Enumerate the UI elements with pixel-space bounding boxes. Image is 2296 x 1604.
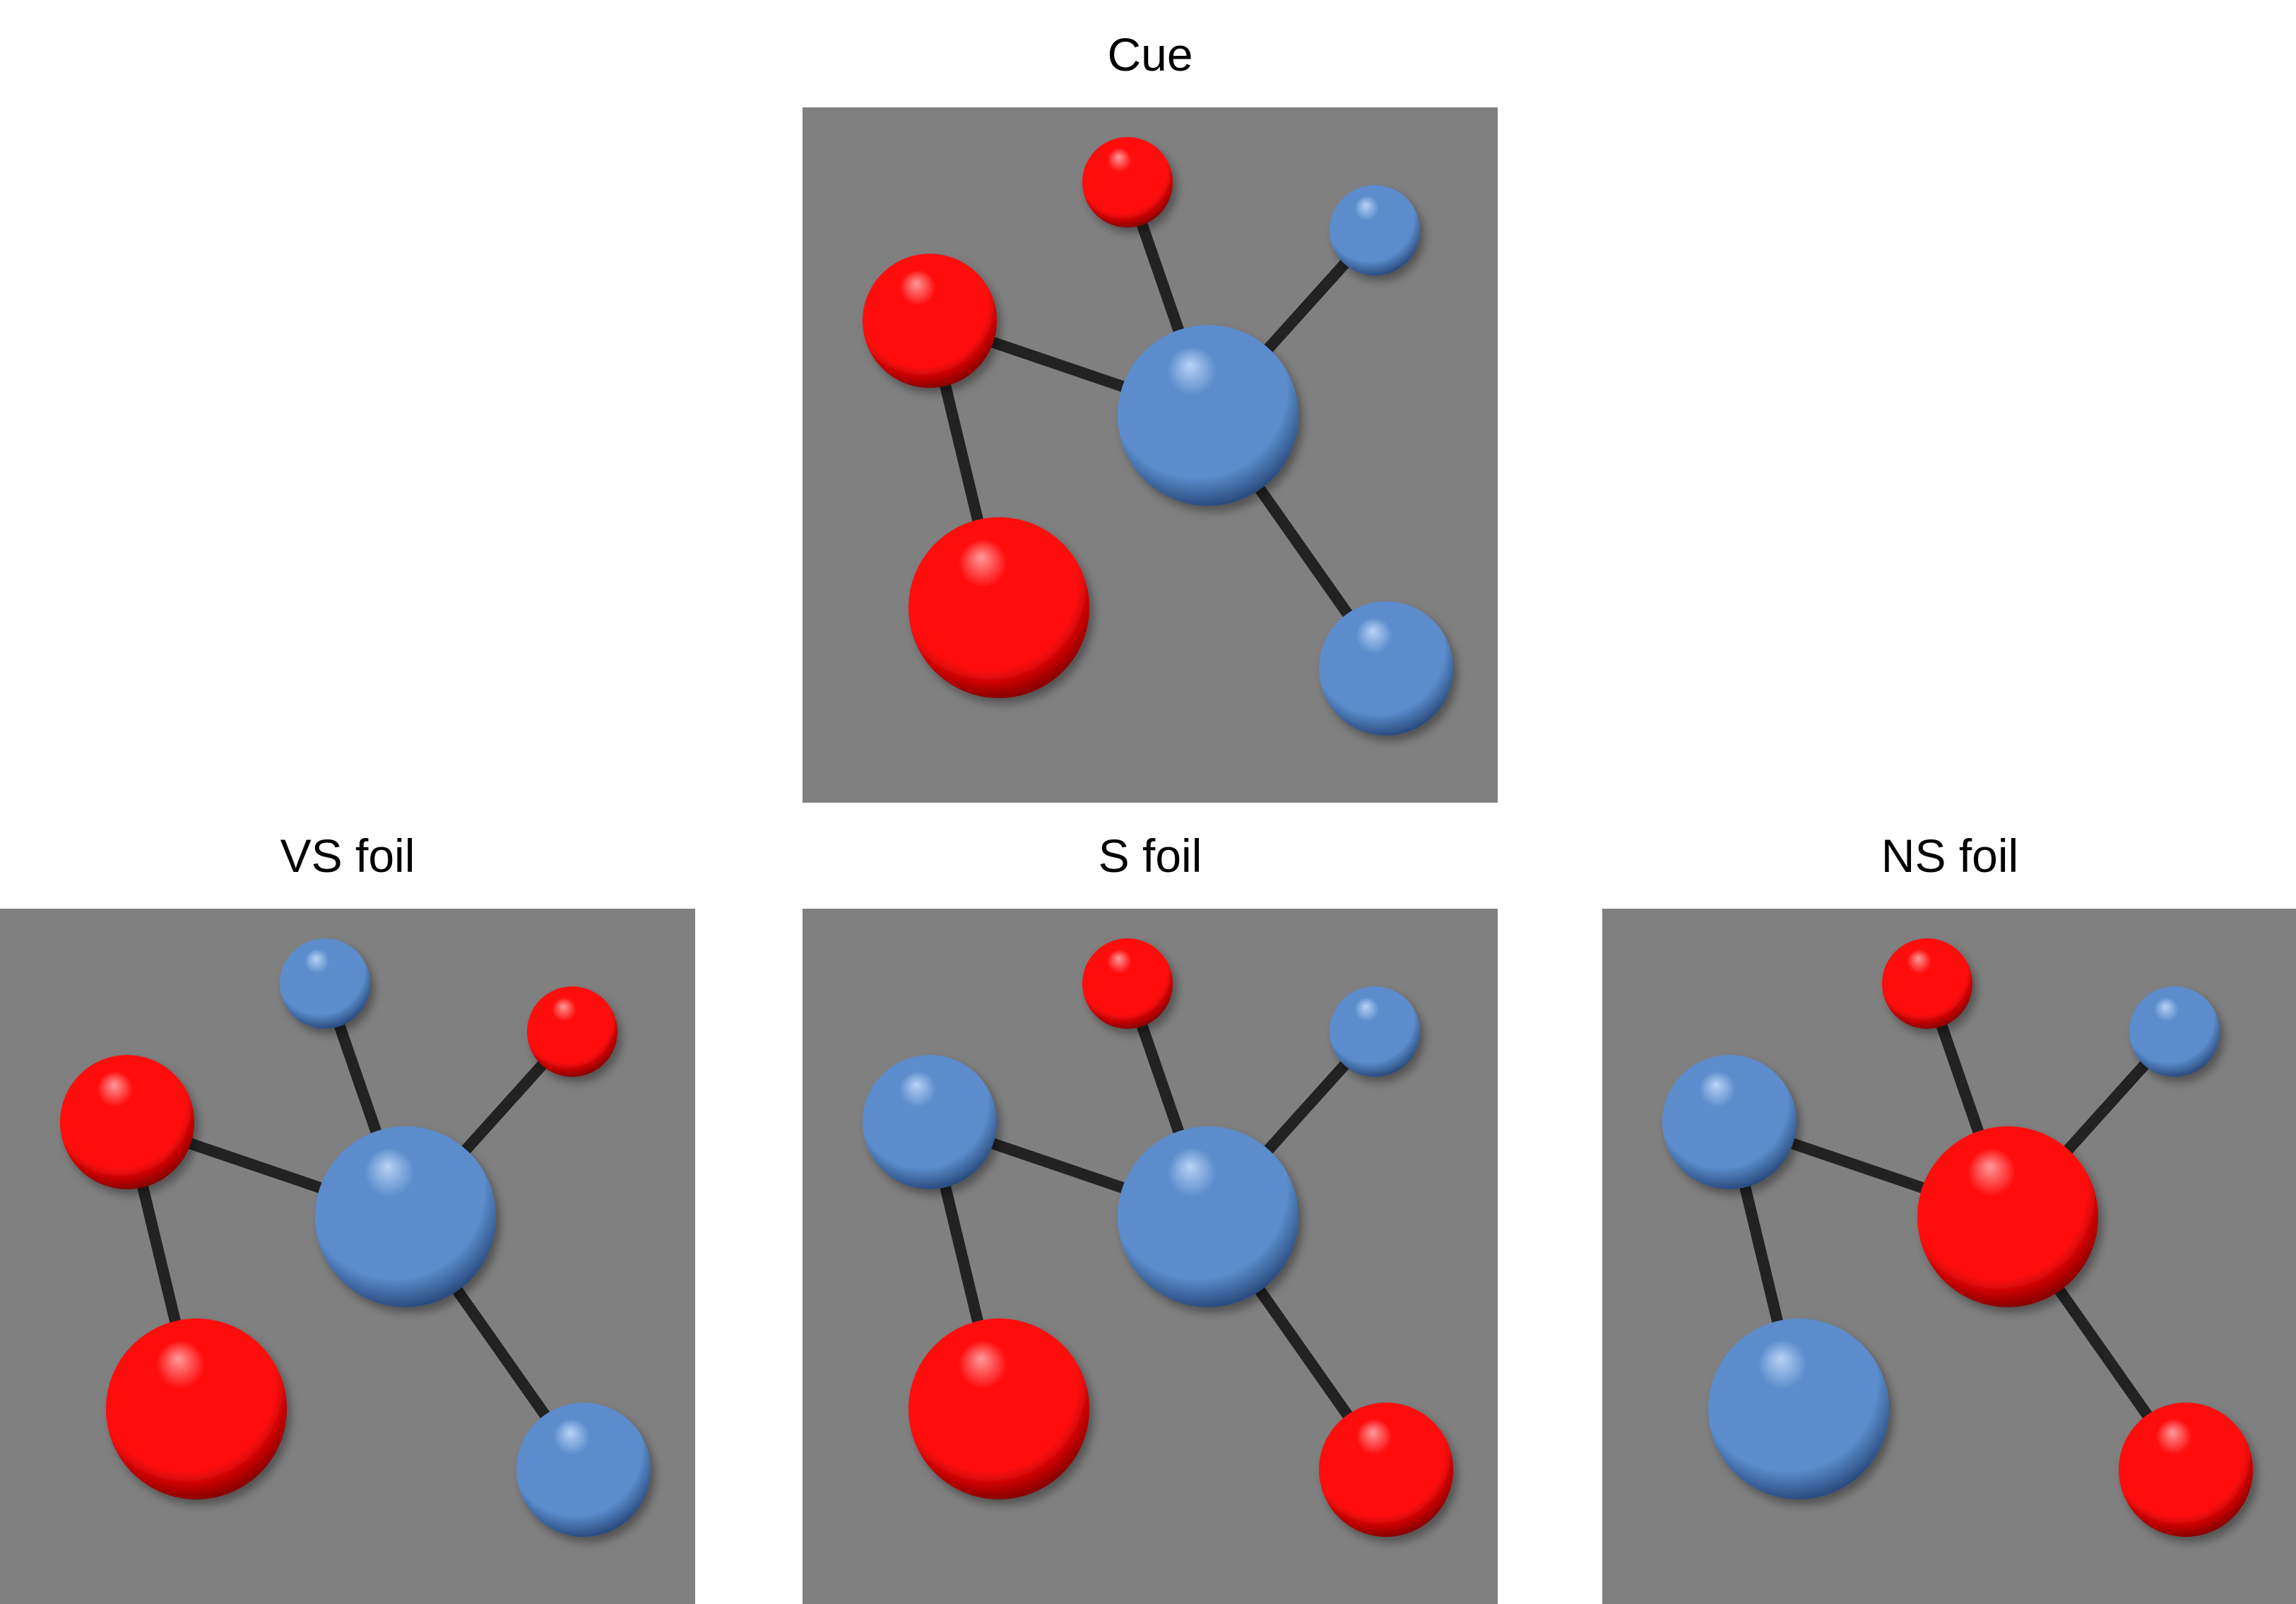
blue-atom [1118, 1126, 1298, 1307]
blue-atom [1118, 325, 1298, 506]
red-atom [909, 517, 1089, 698]
blue-atom [1662, 1055, 1797, 1189]
blue-atom [1330, 986, 1420, 1077]
ns-foil-label: NS foil [1881, 830, 2019, 882]
blue-atom [1330, 185, 1420, 276]
blue-atom [863, 1055, 997, 1189]
red-atom [1882, 938, 1972, 1029]
blue-atom [1708, 1319, 1889, 1499]
ns-foil-panel [1602, 909, 2296, 1604]
red-atom [60, 1055, 194, 1189]
s-foil-label: S foil [1098, 830, 1202, 882]
blue-atom [280, 938, 370, 1029]
red-atom [909, 1319, 1089, 1499]
blue-atom [516, 1403, 651, 1537]
s-foil-panel [803, 909, 1498, 1604]
s-foil-molecule [863, 938, 1453, 1537]
red-atom [1319, 1403, 1453, 1537]
red-atom [1082, 137, 1173, 228]
blue-atom [1319, 601, 1453, 736]
blue-atom [2129, 986, 2220, 1077]
red-atom [527, 986, 617, 1077]
red-atom [1917, 1126, 2098, 1307]
cue-panel [803, 107, 1498, 803]
vs-foil-panel [0, 909, 695, 1604]
red-atom [2119, 1403, 2253, 1537]
cue-label: Cue [1107, 28, 1193, 81]
vs-foil-label: VS foil [280, 830, 415, 882]
blue-atom [315, 1126, 496, 1307]
red-atom [1082, 938, 1173, 1029]
vs-foil-molecule [60, 938, 651, 1537]
red-atom [863, 254, 997, 388]
ns-foil-molecule [1662, 938, 2253, 1537]
cue-molecule [863, 137, 1453, 736]
red-atom [106, 1319, 287, 1499]
